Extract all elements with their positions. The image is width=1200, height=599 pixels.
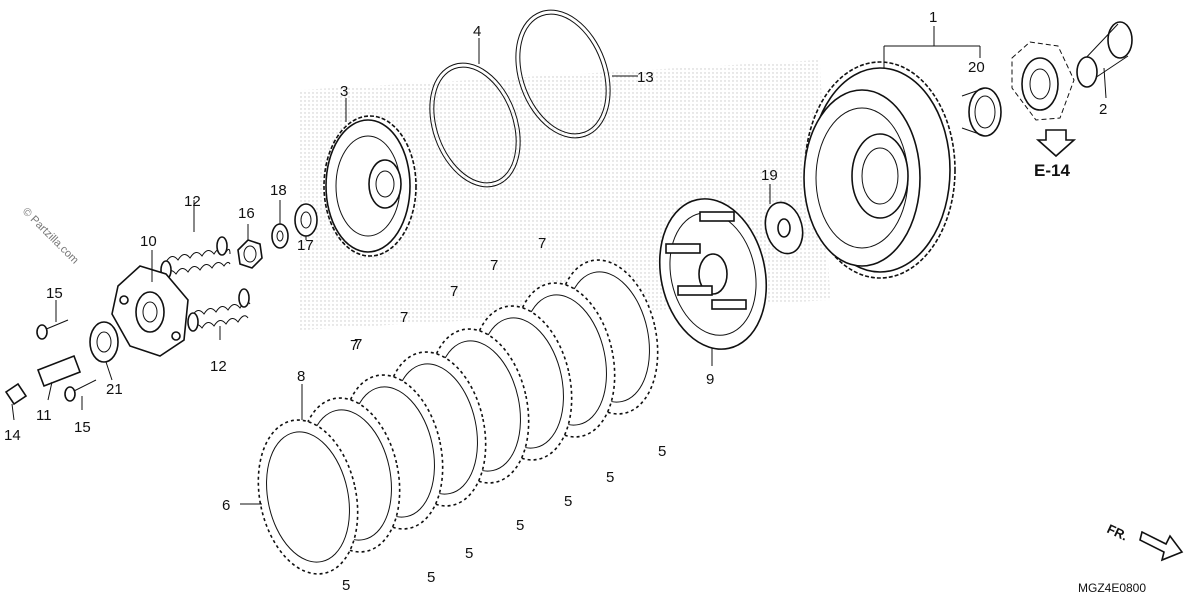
wire-ring-13: [515, 9, 611, 139]
callout-5d: 5: [516, 517, 524, 534]
callout-15b: 15: [74, 419, 91, 436]
lifter-bearing: [89, 321, 119, 363]
callout-12b: 12: [210, 358, 227, 375]
callout-7f: 7: [350, 337, 358, 354]
callout-5e: 5: [465, 545, 473, 562]
cap: [4, 382, 28, 406]
lifter-rod: [36, 354, 82, 388]
callout-7d: 7: [450, 283, 458, 300]
callout-11: 11: [36, 407, 52, 424]
disc-stack: [257, 259, 659, 575]
callout-16: 16: [238, 205, 255, 222]
front-arrow: [1139, 530, 1184, 562]
callout-20: 20: [968, 59, 985, 76]
callout-6: 6: [222, 497, 230, 514]
bolt-lower: [64, 379, 97, 402]
callout-19: 19: [761, 167, 778, 184]
callout-8: 8: [297, 368, 305, 385]
washer-18: [271, 223, 289, 249]
washer-17: [294, 203, 318, 237]
front-label: FR.: [1105, 521, 1130, 543]
callout-13: 13: [637, 69, 654, 86]
callout-1: 1: [929, 9, 937, 26]
callout-7b: 7: [538, 235, 546, 252]
callout-10: 10: [140, 233, 157, 250]
callout-5a: 5: [658, 443, 666, 460]
callouts: 1 2 3 4 5 5 5 5 5 5 5 6 7 7 7 7 7 7 8 9 …: [4, 9, 1107, 594]
clutch-center: [323, 115, 417, 257]
reference-arrow: [1035, 129, 1077, 158]
diagram-code: MGZ4E0800: [1078, 581, 1146, 595]
reference-box: [1011, 41, 1075, 121]
thrust-washer: [764, 201, 804, 255]
callout-4: 4: [473, 23, 481, 40]
pressure-plate: [658, 198, 768, 350]
callout-5g: 5: [342, 577, 350, 594]
callout-14: 14: [4, 427, 21, 444]
callout-15a: 15: [46, 285, 63, 302]
reference-label: E-14: [1034, 161, 1070, 180]
callout-7a: 7: [354, 336, 362, 353]
clutch-outer: [803, 61, 956, 279]
needle-bearing: [961, 87, 1002, 137]
callout-5c: 5: [564, 493, 572, 510]
lifter-plate: [111, 265, 189, 357]
wire-ring-4: [429, 62, 521, 188]
callout-12a: 12: [184, 193, 201, 210]
callout-17: 17: [297, 237, 314, 254]
callout-7c: 7: [490, 257, 498, 274]
callout-2: 2: [1099, 101, 1107, 118]
lock-nut: [237, 239, 263, 269]
callout-18: 18: [270, 182, 287, 199]
collar: [1076, 21, 1133, 88]
callout-5b: 5: [606, 469, 614, 486]
clutch-spring-lower: [187, 288, 251, 332]
callout-3: 3: [340, 83, 348, 100]
leader-lines: [11, 26, 1107, 505]
watermark-text: © Partzilla.com: [20, 206, 81, 267]
callout-5f: 5: [427, 569, 435, 586]
callout-7e: 7: [400, 309, 408, 326]
clutch-spring-upper: [160, 236, 231, 280]
callout-9: 9: [706, 371, 714, 388]
callout-21: 21: [106, 381, 123, 398]
bolt-upper: [36, 319, 69, 340]
